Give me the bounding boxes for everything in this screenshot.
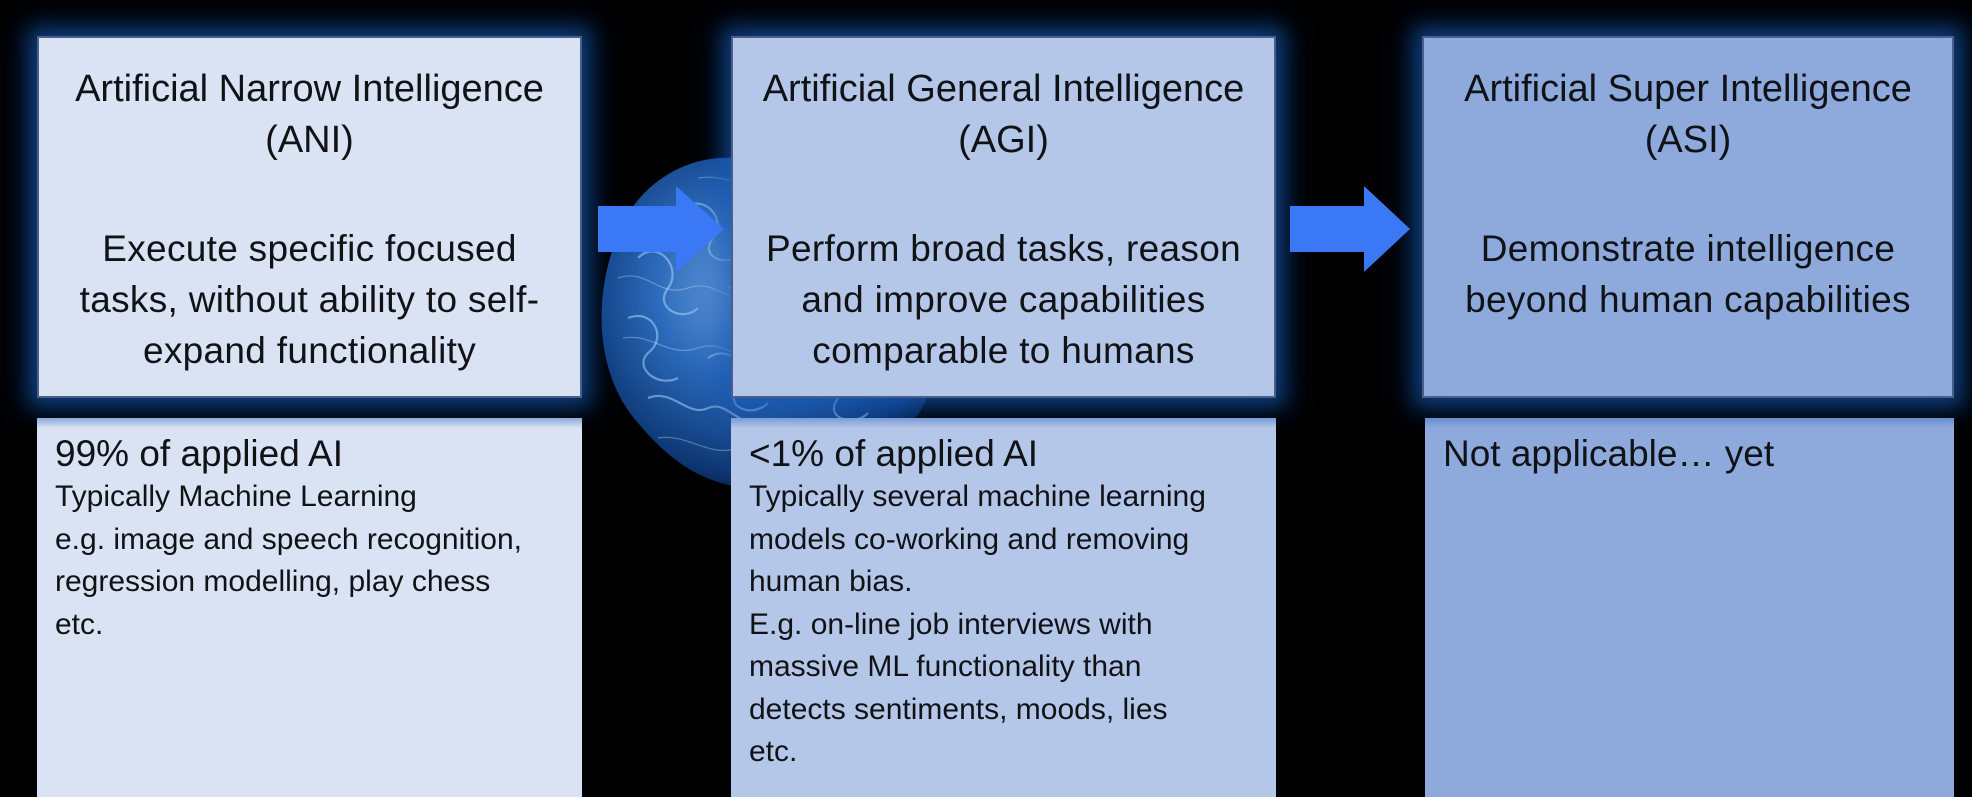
agi-detail-line: Typically several machine learning xyxy=(749,480,1206,513)
arrow-right-icon xyxy=(598,186,724,272)
ani-title-line1: Artificial Narrow Intelligence xyxy=(75,68,544,110)
ani-details-box: 99% of applied AI Typically Machine Lear… xyxy=(37,418,582,797)
ani-title: Artificial Narrow Intelligence (ANI) xyxy=(57,64,562,166)
asi-desc-line1: Demonstrate intelligence xyxy=(1480,228,1896,269)
ani-detail-line: etc. xyxy=(55,607,104,641)
agi-detail-line: models co-working and removing xyxy=(749,522,1190,556)
agi-desc-line3: comparable to humans xyxy=(812,330,1195,371)
agi-detail-line: E.g. on-line job interviews with xyxy=(749,607,1153,641)
ani-detail-line: e.g. image and speech recognition, xyxy=(55,522,522,556)
asi-share-heading: Not applicable… yet xyxy=(1443,433,1775,474)
asi-details-box: Not applicable… yet xyxy=(1425,418,1954,797)
ani-title-line2: (ANI) xyxy=(265,119,354,161)
ani-description: Execute specific focused tasks, without … xyxy=(66,223,554,376)
agi-share-heading: <1% of applied AI xyxy=(749,433,1039,474)
agi-detail-line: human bias. xyxy=(749,565,913,598)
agi-detail-line: detects sentiments, moods, lies xyxy=(749,692,1168,726)
ani-definition-box: Artificial Narrow Intelligence (ANI) Exe… xyxy=(37,36,582,398)
asi-title: Artificial Super Intelligence (ASI) xyxy=(1446,64,1930,166)
agi-details-box: <1% of applied AI Typically several mach… xyxy=(731,418,1276,797)
ani-desc-line3: expand functionality xyxy=(142,330,477,371)
ani-detail-line: regression modelling, play chess xyxy=(55,565,491,598)
asi-desc-line2: beyond human capabilities xyxy=(1465,279,1911,320)
agi-title-line2: (AGI) xyxy=(958,119,1049,161)
ani-desc-line1: Execute specific focused xyxy=(102,228,517,269)
asi-description: Demonstrate intelligence beyond human ca… xyxy=(1451,223,1925,325)
agi-desc-line2: and improve capabilities xyxy=(801,279,1206,320)
ani-detail-line: Typically Machine Learning xyxy=(55,480,417,513)
ani-share-heading: 99% of applied AI xyxy=(55,433,343,474)
agi-desc-line1: Perform broad tasks, reason xyxy=(766,228,1241,269)
agi-detail-line: massive ML functionality than xyxy=(749,650,1142,683)
agi-definition-box: Artificial General Intelligence (AGI) Pe… xyxy=(731,36,1276,398)
ani-desc-line2: tasks, without ability to self- xyxy=(79,279,540,320)
agi-detail-line: etc. xyxy=(749,735,798,768)
arrow-right-icon xyxy=(1290,186,1410,272)
asi-title-line2: (ASI) xyxy=(1644,119,1732,161)
agi-description: Perform broad tasks, reason and improve … xyxy=(752,223,1255,376)
agi-title: Artificial General Intelligence (AGI) xyxy=(745,64,1263,166)
asi-title-line1: Artificial Super Intelligence xyxy=(1464,68,1912,110)
agi-title-line1: Artificial General Intelligence xyxy=(762,68,1245,110)
asi-definition-box: Artificial Super Intelligence (ASI) Demo… xyxy=(1422,36,1954,398)
